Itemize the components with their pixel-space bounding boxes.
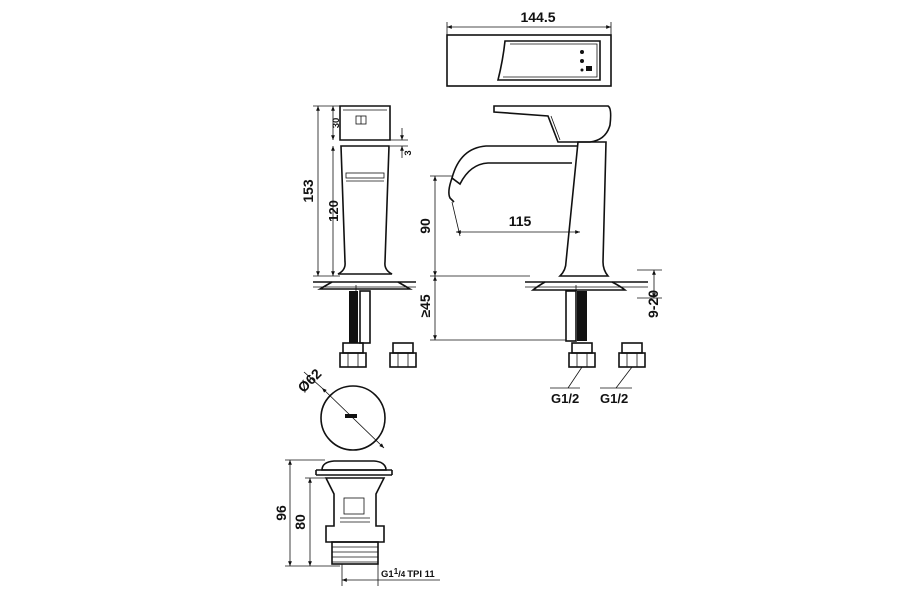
dim-gap: 3 [403, 150, 414, 155]
front-view: 90 115 9-20 ≥45 G1/2 G1/2 [417, 105, 662, 406]
side-view: 153 30 120 3 [300, 105, 417, 368]
dim-spout-height: 90 [417, 218, 433, 234]
drain-top-view: Ø62 [294, 365, 386, 451]
dim-spout-reach: 115 [509, 213, 532, 229]
thread-left-label: G1/2 [551, 391, 579, 406]
dim-cap-height: 30 [331, 118, 342, 129]
top-view: 144.5 [446, 9, 612, 87]
dim-body-height: 120 [326, 200, 341, 222]
dim-drain-body: 80 [292, 514, 308, 530]
dim-top-width: 144.5 [520, 9, 555, 25]
top-view-outline [446, 34, 612, 87]
dim-total-height: 153 [300, 179, 316, 203]
dim-deck-range: 9-20 [645, 290, 661, 318]
dim-drain-diameter: Ø62 [294, 365, 324, 395]
thread-right-label: G1/2 [600, 391, 628, 406]
dim-drain-total: 96 [273, 505, 289, 521]
dim-deck-depth: ≥45 [417, 294, 433, 317]
